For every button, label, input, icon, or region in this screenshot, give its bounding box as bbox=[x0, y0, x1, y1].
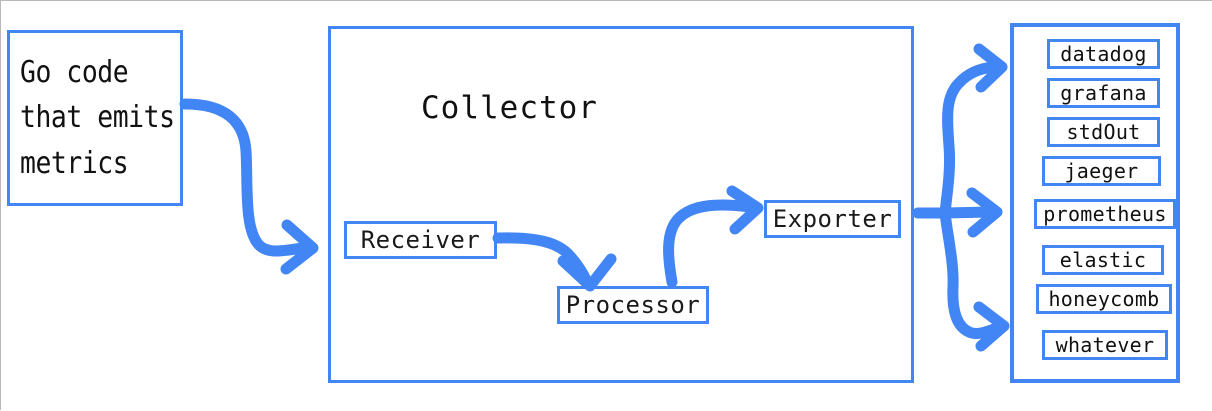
source-line-1: Go code bbox=[20, 54, 129, 90]
exporter-label: Exporter bbox=[772, 205, 893, 233]
processor-box: Processor bbox=[557, 286, 709, 324]
destinations-container: datadog grafana stdOut jaeger prometheus elas… bbox=[1010, 23, 1180, 383]
receiver-box: Receiver bbox=[344, 221, 497, 259]
arrow-source-to-receiver bbox=[179, 98, 310, 257]
destination-label: prometheus bbox=[1043, 202, 1167, 226]
go-code-source-box: Go code that emits metrics bbox=[7, 30, 183, 206]
destination-item[interactable]: elastic bbox=[1042, 245, 1164, 275]
destination-item[interactable]: honeycomb bbox=[1036, 284, 1172, 314]
exporter-box: Exporter bbox=[764, 200, 901, 238]
destination-item[interactable]: prometheus bbox=[1034, 199, 1176, 229]
destination-label: jaeger bbox=[1064, 159, 1139, 183]
destination-item[interactable]: whatever bbox=[1042, 330, 1168, 360]
destination-label: whatever bbox=[1055, 333, 1155, 357]
arrow-fan-middle-head bbox=[966, 187, 1003, 238]
arrow-fan-up-head bbox=[973, 43, 1008, 93]
arrow-fan-down bbox=[939, 207, 1003, 339]
destination-item[interactable]: datadog bbox=[1047, 39, 1160, 69]
collector-title: Collector bbox=[421, 90, 598, 126]
arrow-fan-down-head bbox=[973, 301, 1010, 352]
destination-item[interactable]: grafana bbox=[1047, 78, 1160, 108]
destination-label: elastic bbox=[1059, 248, 1147, 272]
destination-label: datadog bbox=[1060, 42, 1147, 66]
destination-item[interactable]: stdOut bbox=[1047, 117, 1160, 147]
destination-label: stdOut bbox=[1066, 120, 1141, 144]
destination-item[interactable]: jaeger bbox=[1042, 156, 1161, 186]
processor-label: Processor bbox=[565, 291, 701, 319]
destination-label: honeycomb bbox=[1048, 287, 1160, 311]
arrow-source-to-receiver-head bbox=[280, 219, 319, 275]
source-line-2: that emits bbox=[20, 100, 175, 136]
arrow-fan-up bbox=[939, 61, 1000, 219]
receiver-label: Receiver bbox=[360, 226, 481, 254]
source-line-3: metrics bbox=[20, 145, 129, 181]
arrow-fan-middle bbox=[939, 206, 996, 219]
destination-label: grafana bbox=[1060, 81, 1147, 105]
